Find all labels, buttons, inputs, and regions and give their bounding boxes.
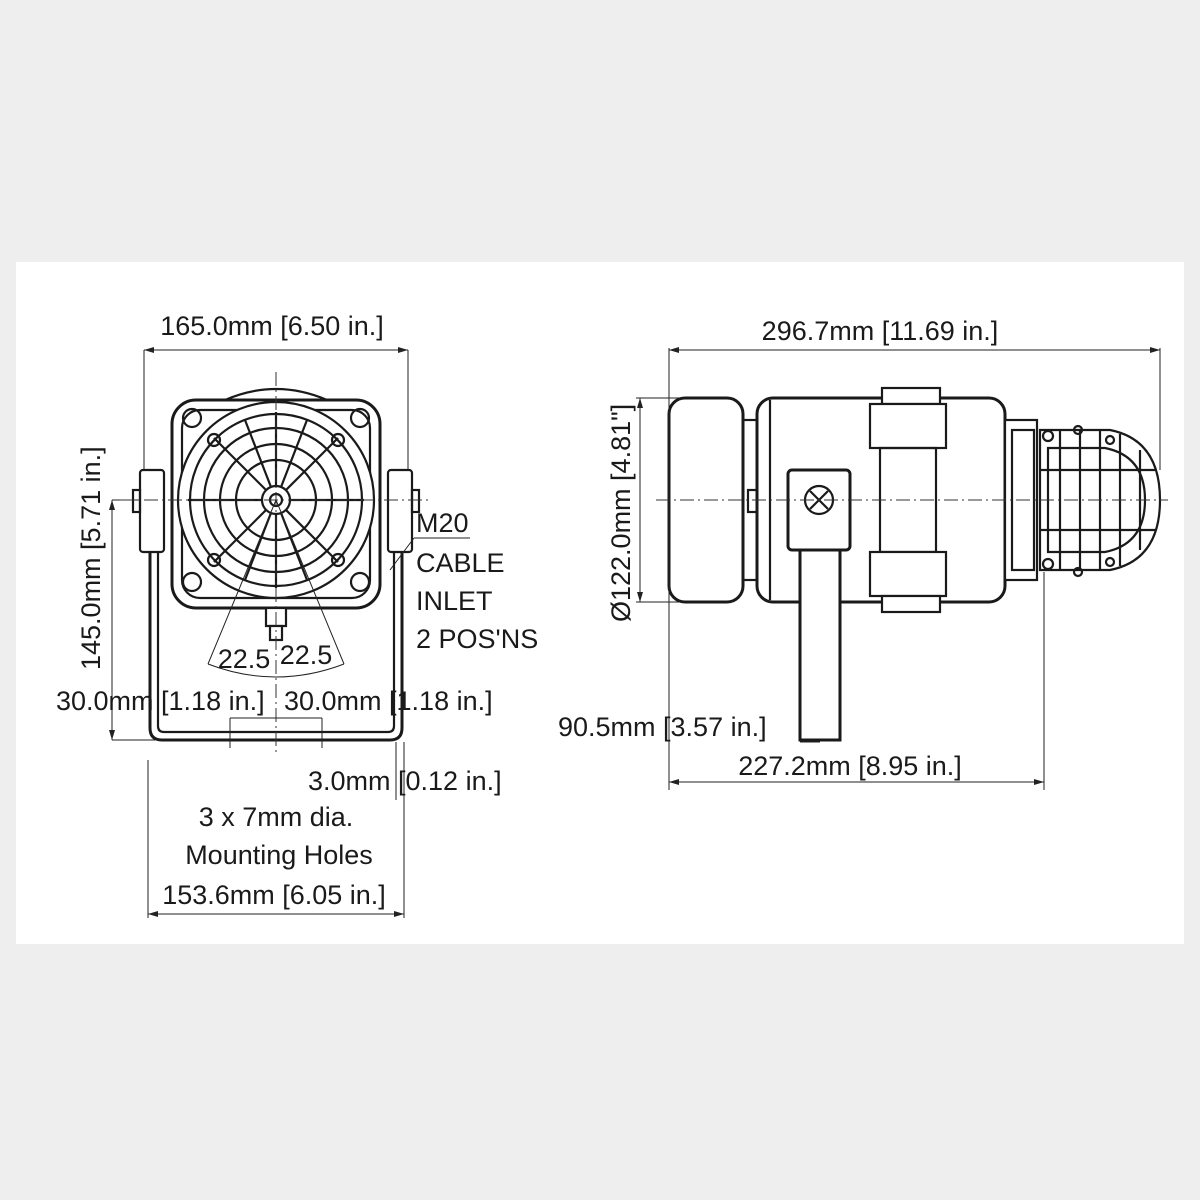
angle-left-text: 22.5 (218, 644, 271, 674)
inlet-angle-markers: 22.5 22.5 (207, 499, 345, 678)
mounting-bracket (131, 468, 421, 742)
lamp-guard (1038, 424, 1162, 578)
side-bracket (786, 468, 852, 742)
bracket-dimension: 90.5mm [3.57 in.] (558, 400, 820, 790)
hole-span-dimension: 153.6mm [6.05 in.] (147, 760, 405, 918)
thickness-dim-text: 3.0mm [0.12 in.] (308, 766, 502, 796)
left-offset-dim-text: 30.0mm [1.18 in.] (56, 686, 265, 716)
body-dim-text: 227.2mm [8.95 in.] (738, 751, 962, 781)
holes-note-line-1: 3 x 7mm dia. (199, 802, 354, 832)
width-dim-text: 165.0mm [6.50 in.] (160, 311, 384, 341)
inlet-line-2: CABLE (416, 548, 505, 578)
cable-inlet-label: M20 CABLE INLET 2 POS'NS (389, 508, 538, 654)
length-dim-text: 296.7mm [11.69 in.] (762, 316, 999, 346)
hole-span-dim-text: 153.6mm [6.05 in.] (162, 880, 386, 910)
body-clamps (868, 386, 948, 614)
body-dimension: 227.2mm [8.95 in.] (669, 572, 1045, 790)
right-offset-dim-text: 30.0mm [1.18 in.] (284, 686, 493, 716)
side-view: 296.7mm [11.69 in.] Ø122.0mm [4.81"] (558, 316, 1168, 790)
diameter-dim-text: Ø122.0mm [4.81"] (606, 404, 636, 622)
inlet-line-4: 2 POS'NS (416, 624, 538, 654)
length-dimension: 296.7mm [11.69 in.] (668, 316, 1161, 470)
angle-right-text: 22.5 (280, 640, 333, 670)
holes-note-line-2: Mounting Holes (185, 840, 373, 870)
offset-dimensions: 30.0mm [1.18 in.] 30.0mm [1.18 in.] (56, 686, 493, 748)
inlet-line-3: INLET (416, 586, 493, 616)
thickness-dimension: 3.0mm [0.12 in.] (308, 742, 502, 800)
diameter-dimension: Ø122.0mm [4.81"] (606, 397, 700, 622)
width-dimension: 165.0mm [6.50 in.] (143, 311, 409, 478)
bracket-dim-text: 90.5mm [3.57 in.] (558, 712, 767, 742)
inlet-line-1: M20 (416, 508, 469, 538)
height-dim-text: 145.0mm [5.71 in.] (76, 446, 106, 670)
front-view: 165.0mm [6.50 in.] 145.0mm [5.71 in.] (56, 311, 538, 918)
